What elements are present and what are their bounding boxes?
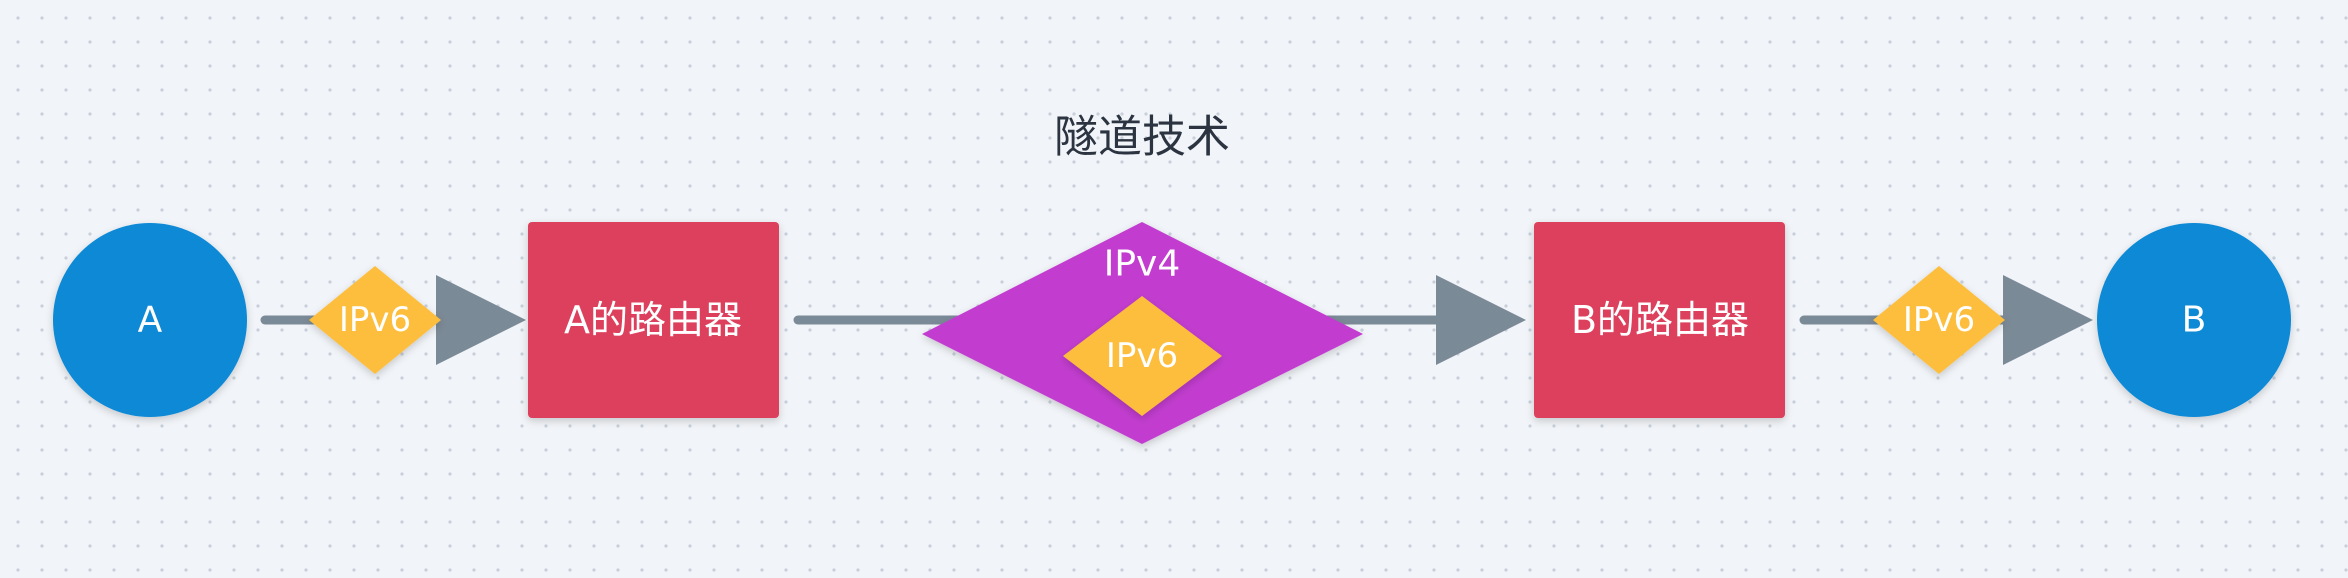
host-b-circle [2097,223,2291,417]
ipv4-tunnel-label: IPv4 [1104,244,1181,285]
ipv6-packet-right[interactable]: IPv6 [1873,266,2005,374]
ipv6-packet-right-diamond [1873,266,2005,374]
router-a-box [528,222,779,418]
router-a-node[interactable]: A的路由器 [528,222,779,418]
host-a-node[interactable]: A [53,223,247,417]
ipv6-packet-inner-diamond [1063,296,1222,416]
diagram-title: 隧道技术 [1054,112,1230,163]
ipv6-packet-inner-label: IPv6 [1106,336,1178,376]
host-b-node[interactable]: B [2097,223,2291,417]
router-b-box [1534,222,1785,418]
router-b-label: B的路由器 [1571,298,1749,342]
ipv6-packet-left-label: IPv6 [339,300,411,340]
ipv6-packet-left[interactable]: IPv6 [309,266,441,374]
router-b-node[interactable]: B的路由器 [1534,222,1785,418]
ipv6-packet-left-diamond [309,266,441,374]
ipv6-packet-right-label: IPv6 [1903,300,1975,340]
ipv6-packet-inner: IPv6 [1063,296,1222,416]
ipv4-tunnel-node[interactable]: IPv4 IPv6 [922,222,1363,444]
host-a-label: A [138,300,163,341]
host-a-circle [53,223,247,417]
host-b-label: B [2182,300,2207,341]
router-a-label: A的路由器 [564,298,742,342]
